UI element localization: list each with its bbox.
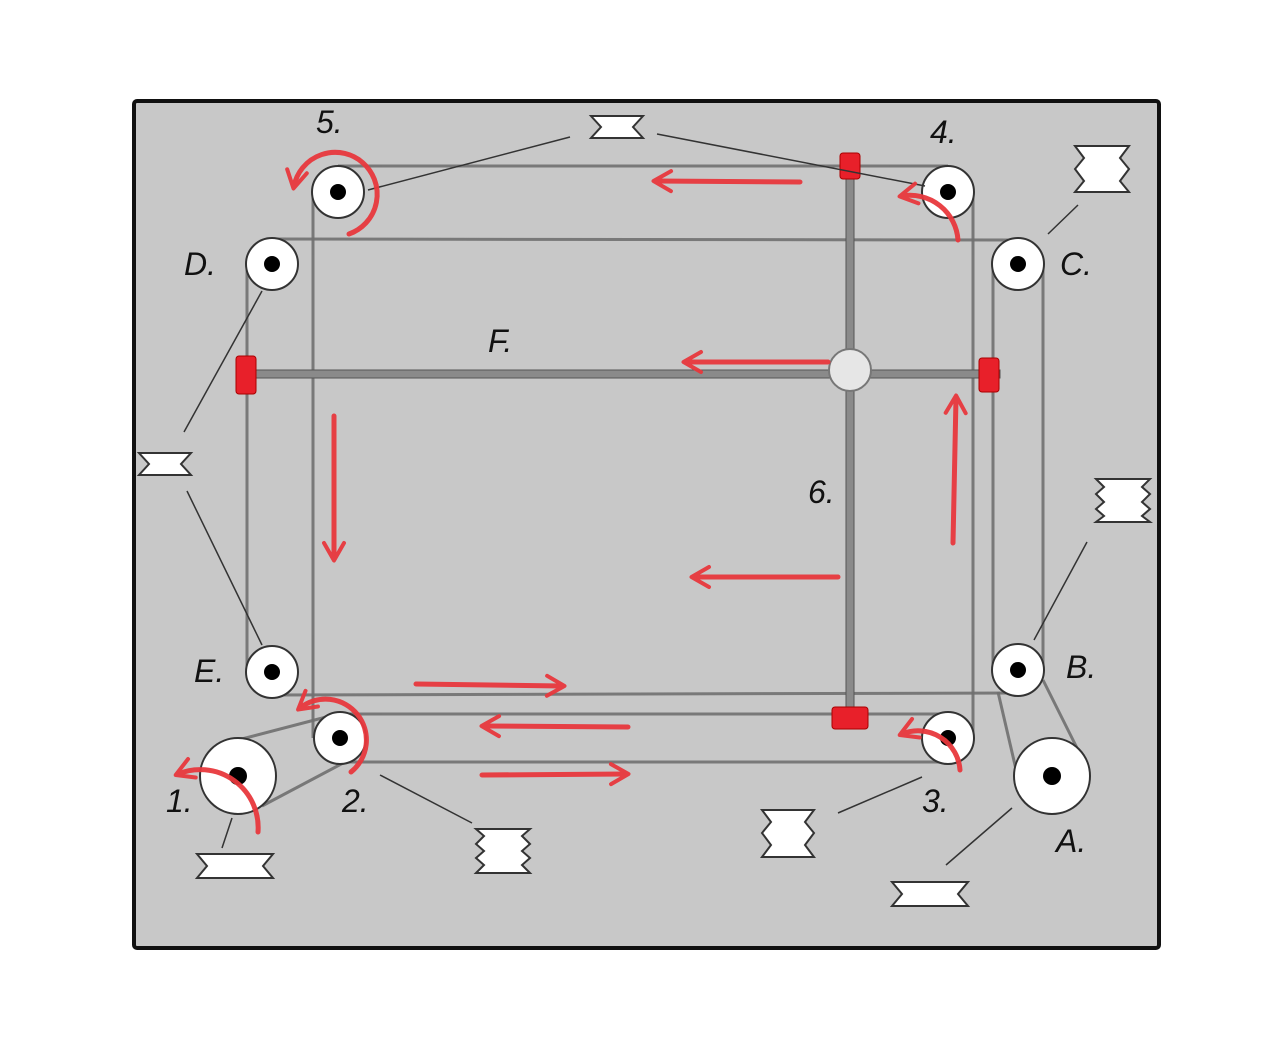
pulley-icon: [311, 165, 365, 219]
double-groove-pulley-icon: [760, 809, 816, 858]
clamp-right: [978, 357, 1000, 393]
motion-arrow-icon: [651, 169, 803, 194]
clamp-top: [839, 152, 861, 180]
motion-arrow-icon: [479, 714, 631, 739]
single-groove-pulley-icon: [136, 452, 194, 476]
pulley-icon: [991, 237, 1045, 291]
pulley-icon: [1013, 737, 1091, 815]
leader-lines: [183, 133, 1088, 866]
label-pulley-a: A.: [1054, 823, 1086, 859]
motion-arrow-icon: [943, 393, 968, 546]
rotation-arrows: [173, 149, 963, 835]
motion-arrow-icon: [479, 762, 631, 787]
pulley-icon: [245, 645, 299, 699]
label-pulley-6: 6.: [808, 474, 835, 510]
label-pulley-1: 1.: [166, 783, 193, 819]
rotation-arrow-icon: [285, 149, 380, 237]
base-panel: [132, 99, 1161, 950]
label-pulley-3: 3.: [922, 783, 949, 819]
label-pulley-4: 4.: [930, 114, 957, 150]
rotation-arrow-icon: [897, 717, 963, 773]
rotation-arrow-icon: [897, 181, 961, 243]
labels: 5. 4. D. C. F. 6. E. B. 1. 2. 3. A.: [166, 104, 1096, 859]
clamp-left: [235, 355, 257, 395]
label-pulley-c: C.: [1060, 246, 1092, 282]
single-groove-pulley-icon: [889, 881, 971, 907]
double-groove-pulley-icon: [1072, 145, 1132, 193]
pulley-icon: [991, 643, 1045, 697]
label-pulley-b: B.: [1066, 649, 1096, 685]
motion-arrow-icon: [413, 673, 567, 698]
belt-outer-loop: [245, 237, 1045, 697]
pulley-icon: [921, 711, 975, 765]
motion-arrows: [322, 169, 968, 787]
label-pulley-e: E.: [194, 653, 224, 689]
label-bar-f: F.: [488, 323, 512, 359]
triple-groove-pulley-icon: [1093, 478, 1153, 523]
single-groove-pulley-icon: [194, 853, 276, 879]
rotation-arrow-icon: [173, 757, 261, 835]
carriage-icon: [828, 348, 872, 392]
x-gantry-rod-f: [237, 369, 1001, 379]
single-groove-pulley-icon: [588, 115, 646, 139]
pulley-icon: [199, 737, 277, 815]
triple-groove-pulley-icon: [473, 828, 533, 874]
label-pulley-5: 5.: [316, 104, 343, 140]
pulleys: [199, 165, 1091, 815]
label-pulley-2: 2.: [341, 783, 369, 819]
label-pulley-d: D.: [184, 246, 216, 282]
rotation-arrow-icon: [296, 688, 369, 775]
y-gantry-rod-6: [845, 154, 855, 728]
pulley-icon: [245, 237, 299, 291]
clamp-bottom: [831, 706, 869, 730]
